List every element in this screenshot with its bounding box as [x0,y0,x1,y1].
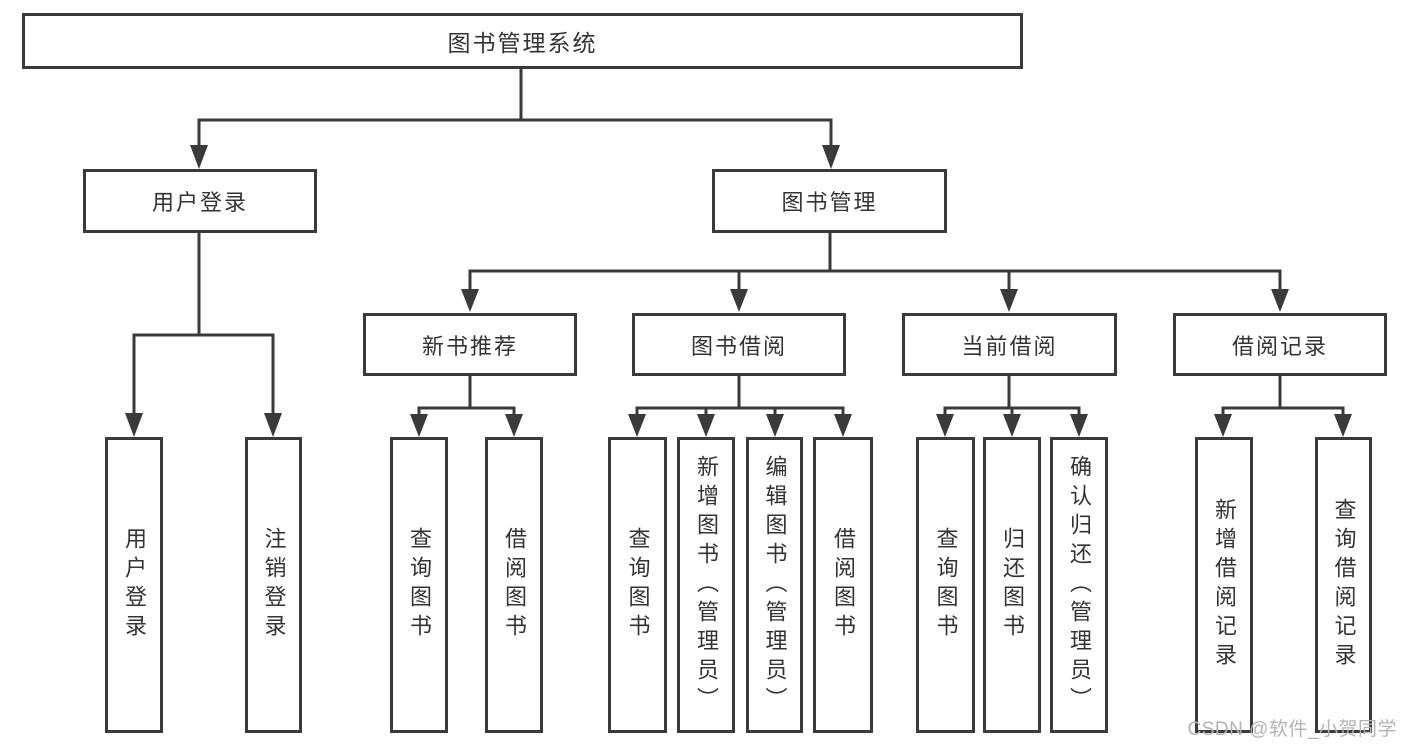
node-library-management-system: 图书管理系统 [22,13,1023,69]
leaf-user-login: 用户登录 [105,437,163,733]
leaf-add-books-admin: 新增图书（管理员） [677,437,735,733]
node-book-management: 图书管理 [712,169,947,233]
connector-new-book-children [410,376,523,437]
leaf-borrow-books: 借阅图书 [813,437,873,733]
node-current-borrowing: 当前借阅 [902,313,1117,376]
leaf-edit-books-admin: 编辑图书（管理员） [746,437,803,733]
leaf-borrow-query-books: 查询图书 [608,437,667,733]
connector-user-login-children [125,232,282,437]
leaf-recommend-query-books: 查询图书 [390,437,448,733]
node-new-book-recommendation: 新书推荐 [363,313,577,376]
leaf-return-books: 归还图书 [983,437,1041,733]
node-book-borrowing: 图书借阅 [632,313,846,376]
csdn-watermark: CSDN @软件_小贺同学 [1187,719,1397,740]
connector-root-to-level2 [190,69,840,169]
node-borrowing-records: 借阅记录 [1173,313,1387,376]
connector-borrow-record-children [1214,376,1352,437]
leaf-recommend-borrow-books: 借阅图书 [485,437,543,733]
node-user-login: 用户登录 [83,169,317,233]
connector-book-borrow-children [628,376,852,437]
leaf-logout: 注销登录 [245,437,302,733]
connector-book-management-children [461,233,1289,312]
leaf-confirm-return-admin: 确认归还（管理员） [1050,437,1108,733]
leaf-query-borrow-record: 查询借阅记录 [1315,437,1372,733]
leaf-current-query-books: 查询图书 [916,437,975,733]
leaf-add-borrow-record: 新增借阅记录 [1195,437,1253,733]
connector-current-borrow-children [936,376,1088,437]
